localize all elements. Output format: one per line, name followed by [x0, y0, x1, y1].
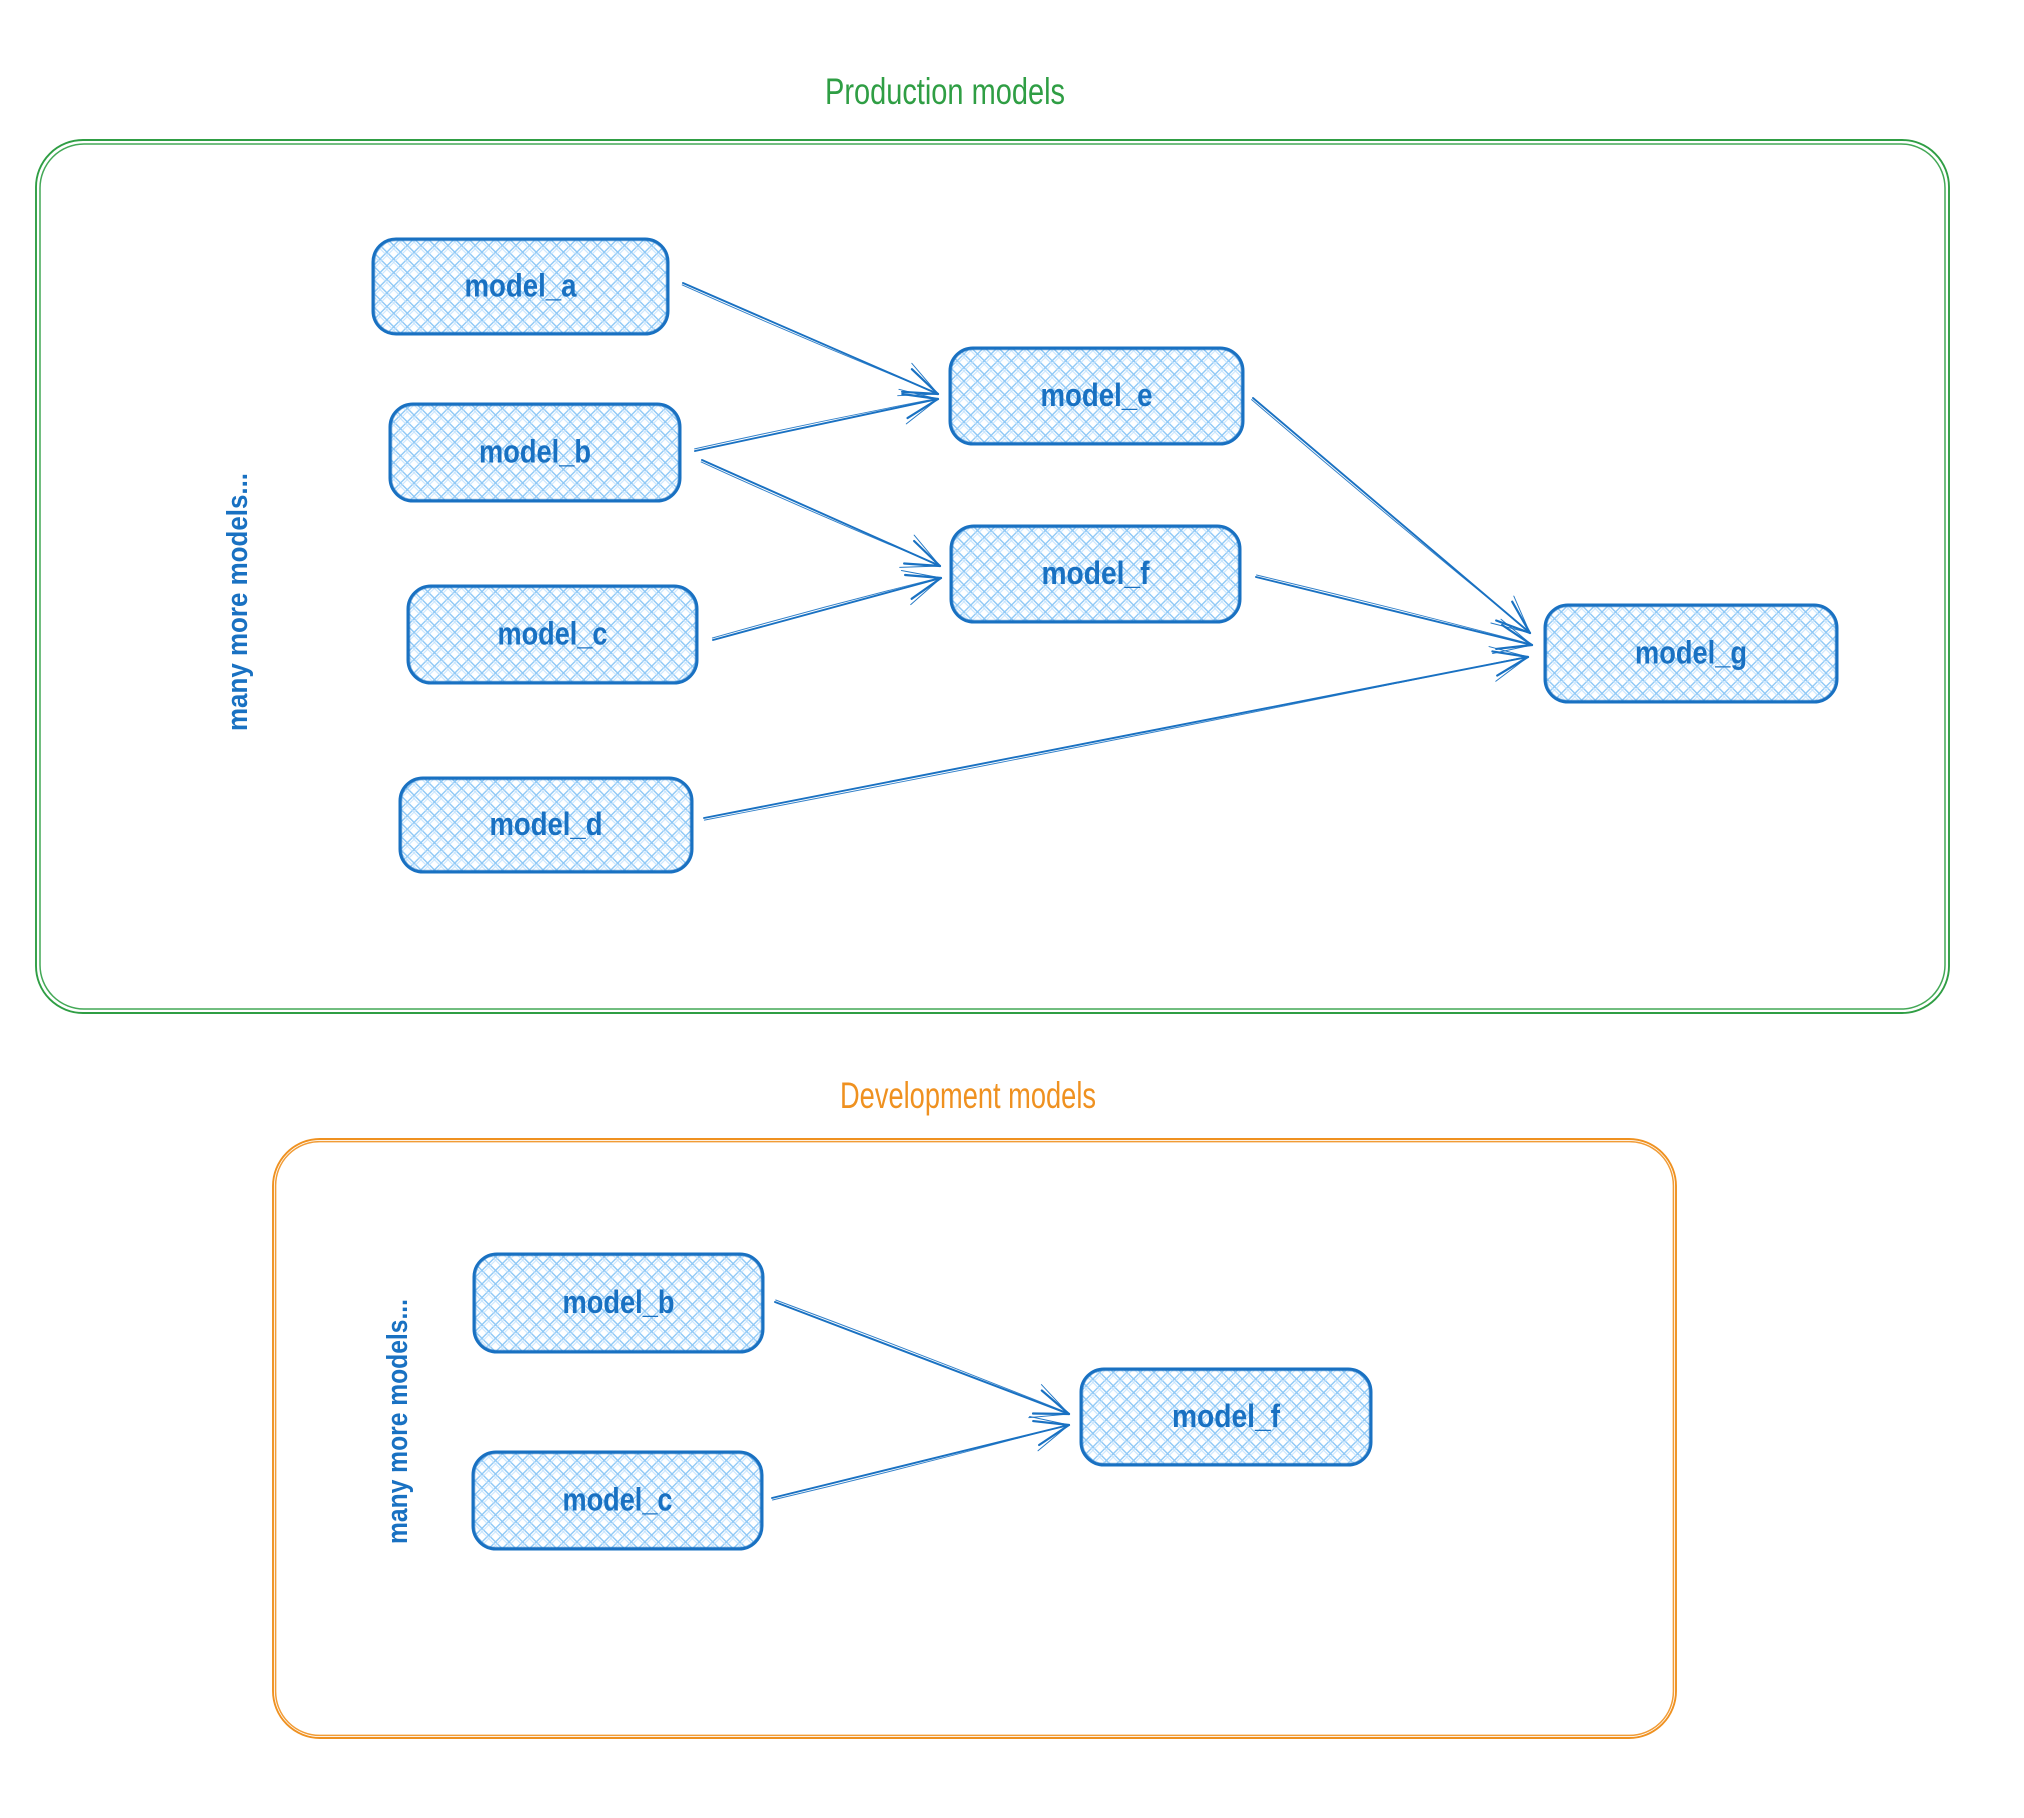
- svg-text:model_f: model_f: [1042, 555, 1150, 591]
- svg-text:model_b: model_b: [563, 1284, 675, 1320]
- svg-text:Production models: Production models: [825, 71, 1065, 112]
- svg-text:model_d: model_d: [490, 806, 603, 842]
- svg-text:model_e: model_e: [1041, 377, 1153, 413]
- svg-text:model_c: model_c: [563, 1482, 673, 1518]
- svg-text:model_c: model_c: [498, 616, 608, 652]
- svg-text:many more models...: many more models...: [222, 473, 254, 731]
- svg-text:many more models...: many more models...: [382, 1299, 414, 1544]
- svg-text:Development models: Development models: [840, 1075, 1096, 1116]
- svg-text:model_b: model_b: [479, 434, 591, 470]
- svg-text:model_g: model_g: [1635, 635, 1747, 671]
- svg-text:model_f: model_f: [1172, 1398, 1280, 1434]
- svg-text:model_a: model_a: [465, 268, 577, 304]
